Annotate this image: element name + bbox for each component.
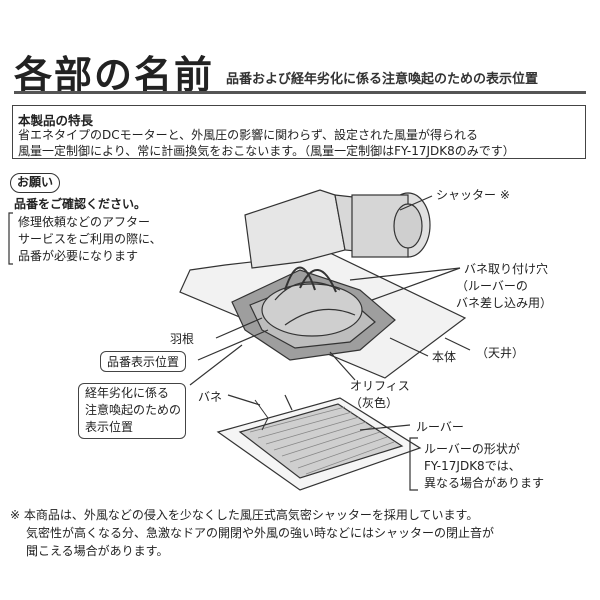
aging-notice-line: 経年劣化に係る <box>85 386 170 400</box>
label-body: 本体 <box>432 350 457 364</box>
label-ceiling: （天井） <box>476 346 525 360</box>
request-heading: 品番をご確認ください。 <box>14 197 147 211</box>
louver-note-bracket <box>409 437 418 491</box>
spring-leader <box>227 394 261 406</box>
aging-notice-line: 注意喚起のための <box>85 403 182 417</box>
label-aging-notice: 経年劣化に係る 注意喚起のための 表示位置 <box>78 383 186 439</box>
footnote-line: 気密性が高くなる分、急激なドアの開閉や外風の強い時などにはシャッターの閉止音が <box>26 526 495 540</box>
label-orifice: オリフィス <box>350 379 410 393</box>
request-bracket <box>8 212 13 265</box>
page-title: 各部の名前 <box>14 53 215 97</box>
label-spring-hole: バネ取り付け穴 <box>464 262 549 276</box>
label-spring-hole: バネ差し込み用） <box>456 296 553 310</box>
louver-note-line: ルーバーの形状が <box>424 442 520 456</box>
request-text-line: 修理依頼などのアフター <box>18 215 151 229</box>
aging-notice-line: 表示位置 <box>85 420 134 434</box>
footnote-line: ※ 本商品は、外風などの侵入を少なくした風圧式高気密シャッターを採用しています。 <box>10 508 479 522</box>
request-text-line: サービスをご利用の際に、 <box>18 232 162 246</box>
label-fan: 羽根 <box>170 332 195 346</box>
request-text-line: 品番が必要になります <box>18 249 139 263</box>
model-position-leader <box>197 329 269 361</box>
spring-hole-leader <box>349 267 461 281</box>
footnote-line: 聞こえる場合があります。 <box>26 544 169 558</box>
features-box <box>12 105 586 159</box>
louver-note-line: 異なる場合があります <box>424 476 545 490</box>
request-badge: お願い <box>10 173 60 193</box>
fan-blade <box>261 283 363 337</box>
orifice-leader <box>329 351 356 381</box>
ceiling-leader <box>444 337 471 351</box>
label-spring: バネ <box>198 390 223 404</box>
aging-leader <box>189 344 243 386</box>
body-leader <box>389 337 429 357</box>
label-spring-hole: （ルーバーの <box>456 279 528 293</box>
louver-leader <box>359 424 411 431</box>
features-heading: 本製品の特長 <box>18 113 94 128</box>
louver-grille <box>238 403 404 479</box>
page-subtitle: 品番および経年劣化に係る注意喚起のための表示位置 <box>226 72 539 87</box>
features-text-line: 省エネタイプのDCモーターと、外風圧の影響に関わらず、設定された風量が得られる <box>18 128 479 142</box>
louver-note-line: FY-17JDK8では、 <box>424 459 521 473</box>
label-model-position: 品番表示位置 <box>100 351 187 372</box>
title-rule <box>14 91 586 94</box>
label-orifice: （灰色） <box>350 396 399 410</box>
features-text-line: 風量一定制御により、常に計画換気をおこないます。（風量一定制御はFY-17JDK… <box>18 144 515 158</box>
shutter-leader <box>399 195 433 211</box>
fan-leader <box>215 317 263 339</box>
label-louver: ルーバー <box>416 420 464 434</box>
label-shutter: シャッター ※ <box>436 188 510 202</box>
